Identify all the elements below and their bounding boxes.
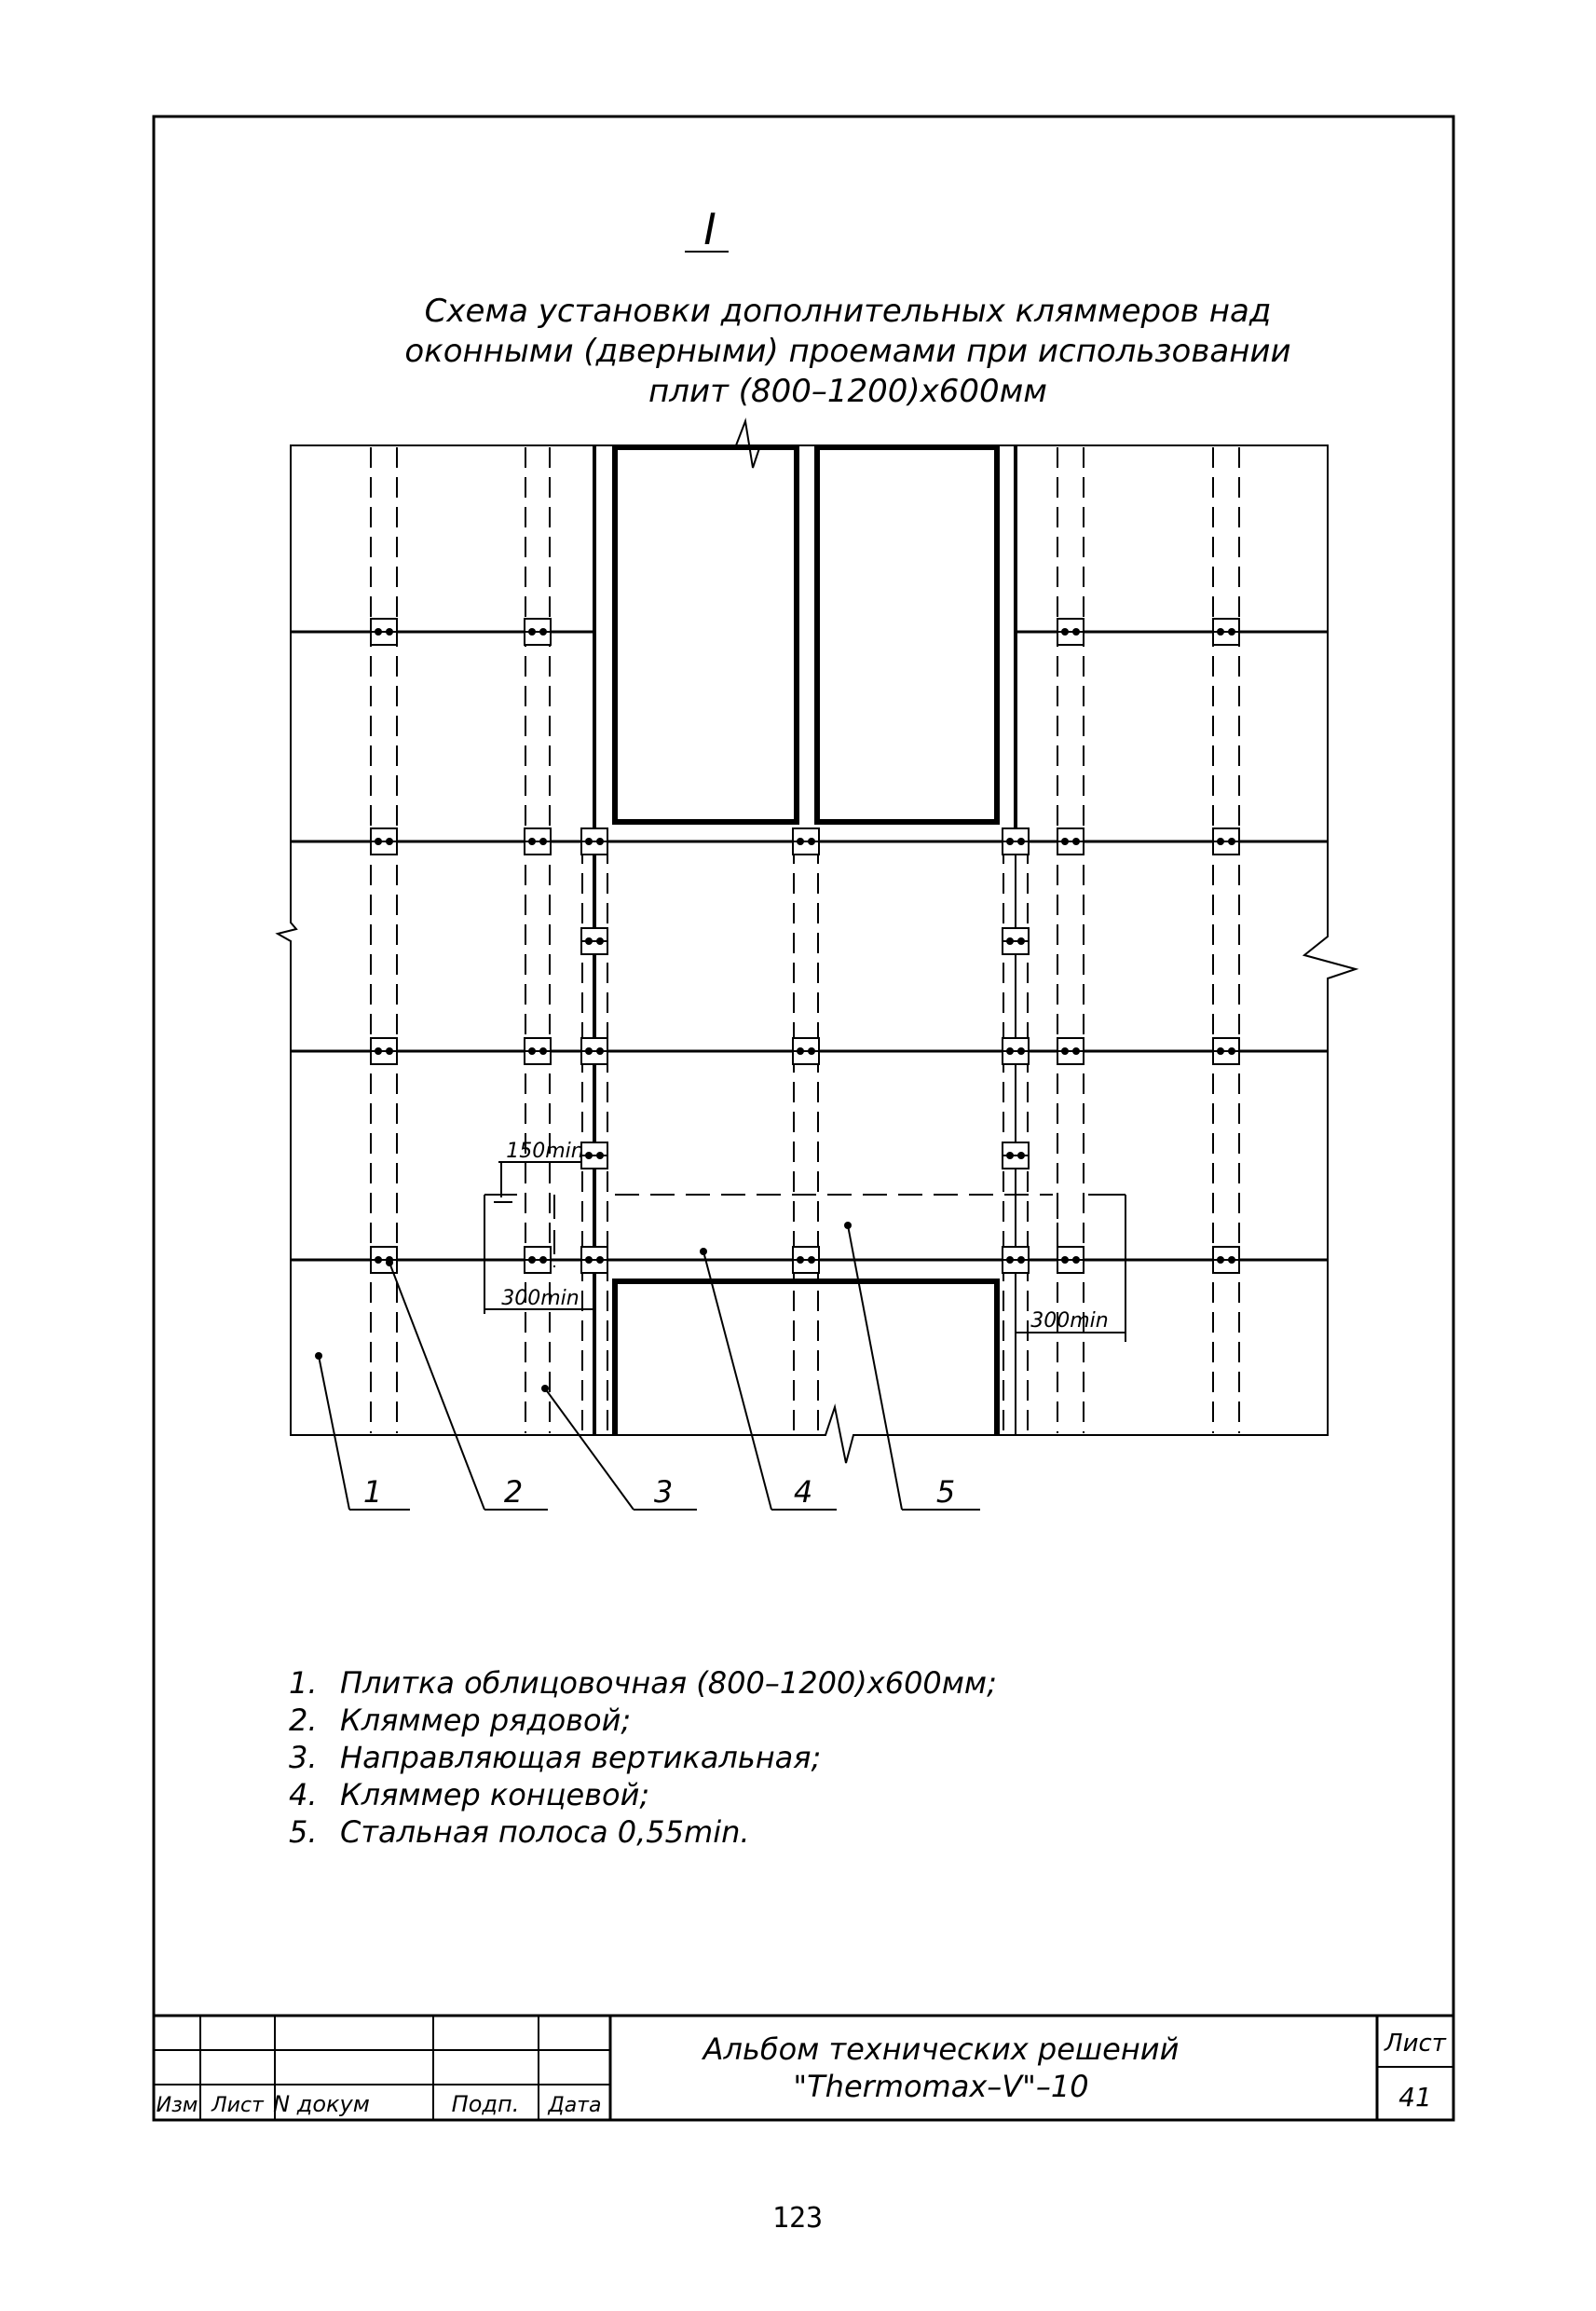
clamp <box>1057 827 1084 855</box>
tb-izm: Изм <box>157 2094 198 2117</box>
clamp <box>1057 1037 1084 1065</box>
legend-text-2: Кляммер рядовой; <box>340 1702 631 1738</box>
clamp <box>370 1246 398 1274</box>
clamps <box>370 618 1240 1274</box>
clamp <box>580 1142 608 1169</box>
tb-podp: Подп. <box>452 2091 520 2117</box>
clamp <box>580 1037 608 1065</box>
tb-list: Лист <box>211 2094 265 2117</box>
section-mark: I <box>703 204 716 254</box>
clamp <box>792 827 820 855</box>
diagram-title-line2: оконными (дверными) проемами при использ… <box>404 333 1290 370</box>
sheet-frame <box>152 115 1455 2122</box>
clamp <box>1002 1246 1030 1274</box>
dimension-300-right-label: 300min <box>1030 1309 1108 1333</box>
callout-3: 3 <box>654 1474 673 1510</box>
clamp <box>792 1246 820 1274</box>
legend-num-2: 2. <box>289 1702 318 1738</box>
title-block: Изм Лист N докум Подп. Дата Альбом техни… <box>154 2014 1453 2120</box>
sheet-label: Лист <box>1384 2030 1447 2058</box>
legend-text-3: Направляющая вертикальная; <box>340 1740 821 1775</box>
steel-strip <box>553 1194 1058 1267</box>
clamp <box>1057 618 1084 646</box>
clamp <box>1212 827 1240 855</box>
opening-edges <box>593 445 1017 1435</box>
diagram-title-line3: плит (800–1200)х600мм <box>648 373 1047 410</box>
clamp <box>792 1037 820 1065</box>
legend-text-4: Кляммер концевой; <box>340 1777 649 1812</box>
lower-opening <box>612 1279 1000 1435</box>
legend-num-5: 5. <box>289 1814 318 1850</box>
vertical-guides <box>370 447 1240 1433</box>
clamp <box>1212 618 1240 646</box>
clamp <box>524 618 552 646</box>
dimension-300-left-label: 300min <box>501 1287 579 1310</box>
page-number: 123 <box>772 2202 823 2235</box>
clamp <box>370 1037 398 1065</box>
callout-2: 2 <box>504 1474 523 1510</box>
clamp <box>524 1037 552 1065</box>
callout-1: 1 <box>363 1474 382 1510</box>
legend-text-1: Плитка облицовочная (800–1200)х600мм; <box>340 1665 997 1701</box>
callout-4: 4 <box>794 1474 812 1510</box>
callout-dots <box>315 1222 852 1392</box>
clamp <box>1002 1037 1030 1065</box>
clamp <box>370 827 398 855</box>
cladding-outline <box>275 417 1359 1464</box>
clamp <box>1002 827 1030 855</box>
clamp <box>370 618 398 646</box>
legend-text-5: Стальная полоса 0,55min. <box>340 1814 750 1850</box>
callout-leaders <box>318 1224 980 1511</box>
legend: 1. Плитка облицовочная (800–1200)х600мм;… <box>289 1665 997 1850</box>
dimension-300-right <box>1016 1194 1126 1342</box>
window-openings <box>612 444 1000 825</box>
dimension-150 <box>484 1161 596 1267</box>
clamp <box>580 827 608 855</box>
clamp <box>1212 1246 1240 1274</box>
tb-ndoc: N докум <box>273 2091 370 2117</box>
clamp <box>1002 1142 1030 1169</box>
album-title-line1: Альбом технических решений <box>702 2031 1180 2067</box>
tb-data: Дата <box>548 2094 602 2117</box>
clamp <box>1057 1246 1084 1274</box>
album-title-line2: "Thermomax–V"–10 <box>793 2069 1088 2104</box>
sheet-number: 41 <box>1398 2082 1432 2113</box>
tile-joints <box>291 630 1328 1262</box>
clamp <box>524 827 552 855</box>
clamp <box>580 927 608 955</box>
title-block-grid <box>154 2014 1453 2120</box>
legend-num-1: 1. <box>289 1665 318 1701</box>
clamp <box>1212 1037 1240 1065</box>
callout-5: 5 <box>936 1474 955 1510</box>
clamp <box>524 1246 552 1274</box>
legend-num-3: 3. <box>289 1740 318 1775</box>
clamp <box>580 1246 608 1274</box>
dimension-300-left <box>484 1267 596 1314</box>
clamp <box>1002 927 1030 955</box>
diagram-title-line1: Схема установки дополнительных кляммеров… <box>425 293 1272 330</box>
legend-num-4: 4. <box>289 1777 318 1812</box>
installation-scheme: 150min 300min 300min <box>275 417 1359 1511</box>
dimension-150-label: 150min <box>506 1140 583 1163</box>
